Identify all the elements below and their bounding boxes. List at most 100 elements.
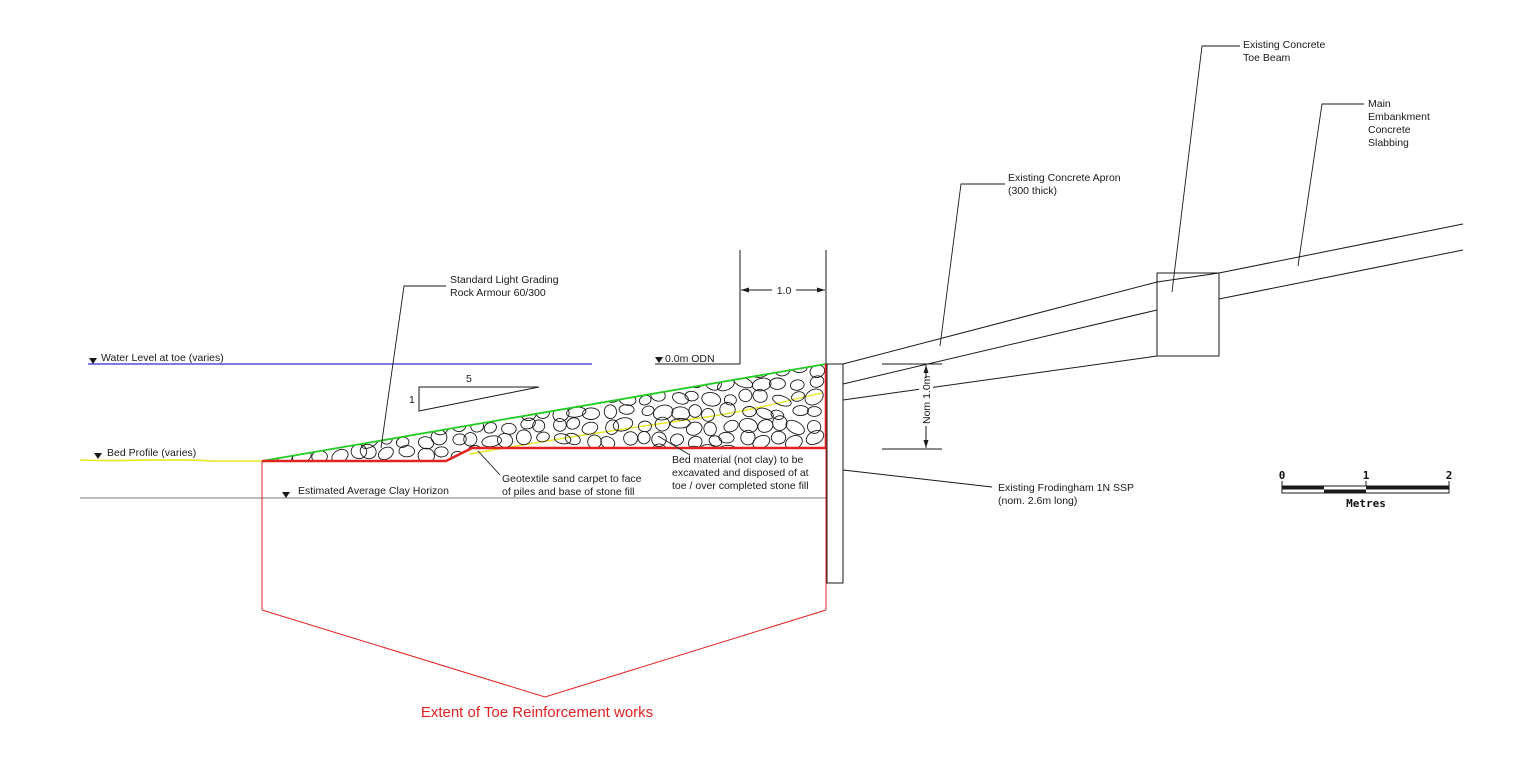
rock-stone bbox=[770, 430, 787, 445]
rock-stone bbox=[791, 391, 805, 402]
scale-label-1: 1 bbox=[1363, 469, 1370, 482]
rock-stone bbox=[651, 431, 667, 448]
rock-stone bbox=[553, 433, 572, 445]
rock-stone bbox=[738, 388, 753, 403]
excavation-outline bbox=[262, 364, 828, 463]
rock-stone bbox=[789, 379, 805, 391]
toe-beam-label-2: Toe Beam bbox=[1243, 52, 1291, 64]
ssp-leader bbox=[842, 469, 993, 488]
dim-arrow-left bbox=[741, 287, 749, 293]
rock-stone bbox=[742, 406, 757, 418]
rock-stone bbox=[685, 421, 703, 436]
nom-arrow-top bbox=[923, 365, 929, 373]
extent-label: Extent of Toe Reinforcement works bbox=[421, 704, 653, 721]
odn-marker bbox=[655, 357, 663, 363]
rock-stone bbox=[670, 433, 684, 446]
slabbing-label-1: Main bbox=[1368, 98, 1391, 110]
rock-stone bbox=[520, 417, 536, 430]
slabbing-leader bbox=[1297, 103, 1364, 267]
geotextile-label-2: of piles and base of stone fill bbox=[502, 486, 635, 498]
water-level-marker bbox=[89, 358, 97, 364]
rock-stone bbox=[612, 417, 634, 432]
rock-stone bbox=[701, 392, 722, 407]
rock-stone bbox=[701, 408, 715, 422]
bed-material-label-2: excavated and disposed of at bbox=[672, 467, 809, 479]
water-level-label: Water Level at toe (varies) bbox=[101, 352, 224, 364]
rock-armour-label-1: Standard Light Grading bbox=[450, 274, 559, 286]
extent-bracket bbox=[261, 609, 827, 698]
rock-stone bbox=[804, 388, 824, 406]
toe-beam bbox=[1156, 272, 1220, 357]
rock-stone bbox=[359, 443, 377, 460]
rock-stone bbox=[637, 430, 651, 445]
scale-bar-seg-1 bbox=[1282, 486, 1324, 490]
scale-bar-seg-3 bbox=[1366, 486, 1449, 490]
odn-label: 0.0m ODN bbox=[665, 353, 715, 365]
rock-stone bbox=[515, 429, 532, 446]
rock-stone bbox=[719, 402, 736, 418]
toe-beam-top bbox=[1156, 272, 1220, 283]
slabbing-label-3: Concrete bbox=[1368, 124, 1411, 136]
rock-stone bbox=[618, 404, 635, 415]
rock-stone bbox=[431, 420, 449, 436]
rock-stone bbox=[566, 417, 581, 430]
rock-stone bbox=[581, 421, 599, 435]
rock-stone bbox=[672, 392, 689, 405]
rock-stone bbox=[718, 431, 735, 444]
ssp-label-2: (nom. 2.6m long) bbox=[998, 495, 1077, 507]
rock-stone bbox=[451, 416, 467, 433]
rock-stone bbox=[785, 419, 805, 435]
bed-profile-line bbox=[79, 459, 262, 462]
rock-stone bbox=[774, 364, 791, 377]
rock-stone bbox=[703, 421, 717, 437]
bed-profile-marker bbox=[94, 453, 102, 459]
scale-bar-seg-2 bbox=[1324, 489, 1366, 493]
nom-dim-mask bbox=[919, 378, 933, 426]
apron-label-1: Existing Concrete Apron bbox=[1008, 172, 1121, 184]
rock-stone bbox=[481, 435, 502, 448]
sheet-pile bbox=[826, 363, 844, 584]
scale-unit-label: Metres bbox=[1346, 497, 1386, 510]
bed-material-label-3: toe / over completed stone fill bbox=[672, 480, 809, 492]
rock-stone bbox=[805, 429, 825, 446]
rock-armour-stones bbox=[276, 364, 826, 461]
toe-beam-label-1: Existing Concrete bbox=[1243, 39, 1325, 51]
rock-stone bbox=[463, 432, 478, 447]
slope-rise-label: 1 bbox=[409, 394, 415, 406]
clay-horizon-label: Estimated Average Clay Horizon bbox=[298, 485, 449, 497]
scale-label-2: 2 bbox=[1446, 469, 1453, 482]
rock-stone bbox=[553, 418, 567, 432]
slope-triangle bbox=[418, 386, 540, 412]
ssp-label-1: Existing Frodingham 1N SSP bbox=[998, 482, 1134, 494]
geotextile-label-1: Geotextile sand carpet to face bbox=[502, 473, 642, 485]
bed-profile-label: Bed Profile (varies) bbox=[107, 447, 196, 459]
apron-base-line bbox=[842, 355, 1158, 401]
rock-stone bbox=[378, 446, 394, 461]
rock-stone bbox=[564, 432, 581, 446]
geotextile-leader bbox=[477, 450, 501, 476]
apron-top-line bbox=[842, 223, 1464, 365]
dim-width-mask bbox=[772, 283, 796, 296]
apron-label-2: (300 thick) bbox=[1008, 185, 1057, 197]
rock-stone bbox=[806, 406, 822, 417]
slabbing-label-4: Slabbing bbox=[1368, 137, 1409, 149]
rock-stone bbox=[603, 404, 617, 420]
rock-stone bbox=[641, 405, 655, 416]
rock-stone bbox=[708, 435, 723, 447]
rock-stone bbox=[723, 394, 737, 406]
rock-stone bbox=[650, 388, 666, 402]
rock-stone bbox=[653, 404, 674, 421]
rock-stone bbox=[417, 447, 435, 461]
rock-stone bbox=[688, 404, 702, 418]
rock-stone bbox=[772, 415, 788, 431]
rock-stone bbox=[792, 405, 809, 417]
rock-stone bbox=[772, 394, 792, 407]
rock-stone bbox=[452, 433, 467, 446]
nom-arrow-bottom bbox=[923, 440, 929, 448]
rock-stone bbox=[770, 409, 785, 420]
rock-stone bbox=[807, 419, 822, 434]
dim-arrow-right bbox=[817, 287, 825, 293]
apron-bottom-line bbox=[842, 309, 1158, 385]
rock-stone bbox=[532, 419, 546, 433]
slabbing-label-2: Embankment bbox=[1368, 111, 1430, 123]
